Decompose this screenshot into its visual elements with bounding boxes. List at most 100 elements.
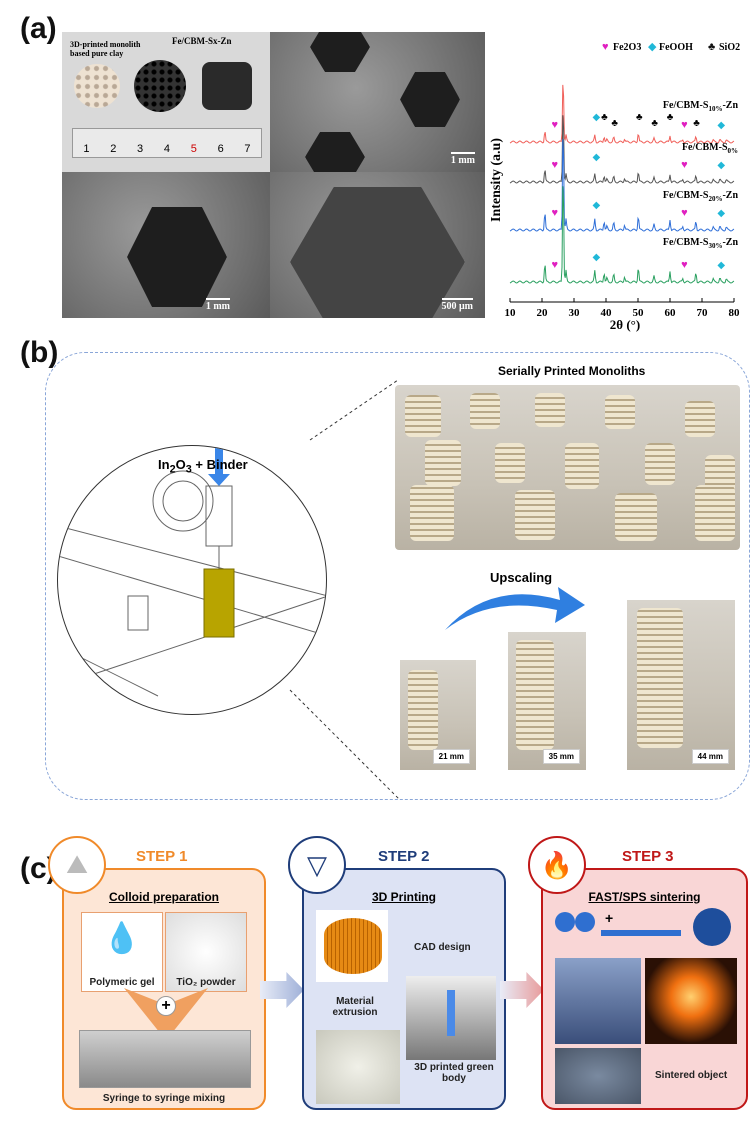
series-label: Fe/CBM-S0% xyxy=(682,142,738,155)
series-line xyxy=(509,186,735,284)
extrusion-photo xyxy=(406,976,496,1060)
size-label: 44 mm xyxy=(691,749,729,764)
step-title: FAST/SPS sintering xyxy=(588,890,701,904)
panel-a-label: (a) xyxy=(20,12,57,45)
feooh-marker: ◆ xyxy=(717,120,725,131)
step-3-box: FAST/SPS sintering + Sintered object xyxy=(541,868,748,1110)
feooh-marker: ◆ xyxy=(593,112,601,123)
ruler: 1 2 3 4 5 6 7 xyxy=(72,128,262,158)
x-tick-label: 40 xyxy=(601,307,613,319)
step-2-heading: STEP 2 xyxy=(378,848,430,865)
sintering-photo xyxy=(645,958,737,1044)
water-drop-icon: 💧 xyxy=(103,922,141,955)
serial-monoliths-photo xyxy=(395,385,740,550)
sps-machine-photo xyxy=(555,958,641,1044)
ruler-number: 7 xyxy=(244,143,251,155)
ruler-number: 1 xyxy=(83,143,90,155)
scale-bar: 1 mm xyxy=(206,298,230,312)
ruler-number: 2 xyxy=(110,143,117,155)
sample-photo: 3D-printed monolith based pure clay Fe/C… xyxy=(62,32,270,172)
size-label: 21 mm xyxy=(432,749,470,764)
legend-symbol: ◆ xyxy=(648,41,657,53)
photo-title: Serially Printed Monoliths xyxy=(498,364,646,378)
legend-label: SiO2 xyxy=(719,42,740,53)
sio2-marker: ♣ xyxy=(601,112,608,123)
series-label: Fe/CBM-S30%-Zn xyxy=(663,237,739,250)
upscaling-label: Upscaling xyxy=(490,570,553,585)
x-tick-label: 10 xyxy=(505,307,517,319)
legend-symbol: ♣ xyxy=(708,41,715,53)
printed-monolith xyxy=(203,568,235,638)
step-2-box: 3D Printing CAD design Material extrusio… xyxy=(302,868,506,1110)
feooh-marker: ◆ xyxy=(593,200,601,211)
caption: CAD design xyxy=(414,942,471,953)
x-tick-label: 70 xyxy=(697,307,709,319)
ruler-number: 3 xyxy=(137,143,144,155)
printer-drawing xyxy=(58,446,326,697)
powder-image: TiO₂ powder xyxy=(165,912,247,992)
ruler-number: 5 xyxy=(190,143,197,155)
panel-b-label: (b) xyxy=(20,336,59,369)
step-title: Colloid preparation xyxy=(108,890,219,904)
feed-arrow-icon xyxy=(208,446,230,486)
legend-label: FeOOH xyxy=(659,42,693,53)
sem-image-1: 1 mm xyxy=(270,32,485,172)
fe2o3-marker: ♥ xyxy=(552,259,559,271)
feooh-marker: ◆ xyxy=(717,208,725,219)
legend-symbol: ♥ xyxy=(602,41,609,53)
series-line xyxy=(509,84,735,144)
caption: 3D printed green body xyxy=(414,1062,494,1084)
sio2-marker: ♣ xyxy=(667,112,674,123)
sintered-object-photo xyxy=(555,1048,641,1104)
fe2o3-marker: ♥ xyxy=(681,119,688,131)
series-label: Fe/CBM-S20%-Zn xyxy=(663,190,739,203)
fire-icon: 🔥 xyxy=(528,836,586,894)
green-body-photo xyxy=(316,1030,400,1104)
cad-image xyxy=(316,910,388,982)
photo-label-fe: Fe/CBM-Sx-Zn xyxy=(172,36,232,46)
zoom-lines xyxy=(289,379,401,800)
fe2o3-marker: ♥ xyxy=(681,259,688,271)
x-tick-label: 30 xyxy=(569,307,581,319)
fe2o3-marker: ♥ xyxy=(552,119,559,131)
feed-label: In2O3 + Binder xyxy=(158,457,248,476)
series-line xyxy=(509,115,735,184)
ruler-number: 6 xyxy=(217,143,224,155)
caption: Syringe to syringe mixing xyxy=(102,1093,226,1104)
clay-monolith xyxy=(74,64,120,108)
upscaling-arrow-icon xyxy=(445,587,585,630)
photo-label-clay: 3D-printed monolith based pure clay xyxy=(70,40,141,58)
fe2o3-marker: ♥ xyxy=(681,207,688,219)
feooh-marker: ◆ xyxy=(717,160,725,171)
x-tick-label: 50 xyxy=(633,307,645,319)
process-arrow xyxy=(601,930,681,936)
plus-icon: + xyxy=(605,910,614,926)
sio2-marker: ♣ xyxy=(611,118,618,129)
fe-monolith-side xyxy=(202,62,252,110)
scale-bar: 500 μm xyxy=(442,298,474,312)
feooh-marker: ◆ xyxy=(593,152,601,163)
feooh-marker: ◆ xyxy=(717,260,725,271)
panel-b-frame xyxy=(45,352,750,800)
sem-image-2: 1 mm xyxy=(62,172,270,318)
sio2-marker: ♣ xyxy=(651,118,658,129)
series-line xyxy=(509,139,735,232)
legend-label: Fe2O3 xyxy=(613,42,641,53)
step-1-box: Colloid preparation 💧Polymeric gel TiO₂ … xyxy=(62,868,266,1110)
step-3-heading: STEP 3 xyxy=(622,848,674,865)
printer-circle xyxy=(57,445,327,715)
sintered-particle-icon xyxy=(693,908,731,946)
flow-arrow-icon xyxy=(260,972,304,1008)
gel-image: 💧Polymeric gel xyxy=(81,912,163,992)
sio2-marker: ♣ xyxy=(636,112,643,123)
sio2-marker: ♣ xyxy=(693,118,700,129)
x-tick-label: 60 xyxy=(665,307,677,319)
y-axis-label: Intensity (a.u) xyxy=(490,138,504,222)
colloid-icon: ⛰ xyxy=(48,836,106,894)
printing-icon: ▽ xyxy=(288,836,346,894)
size-photo-21: 21 mm xyxy=(400,660,476,770)
syringe-photo xyxy=(79,1030,251,1088)
ruler-number: 4 xyxy=(163,143,171,155)
x-axis-label: 2θ (°) xyxy=(610,317,640,332)
